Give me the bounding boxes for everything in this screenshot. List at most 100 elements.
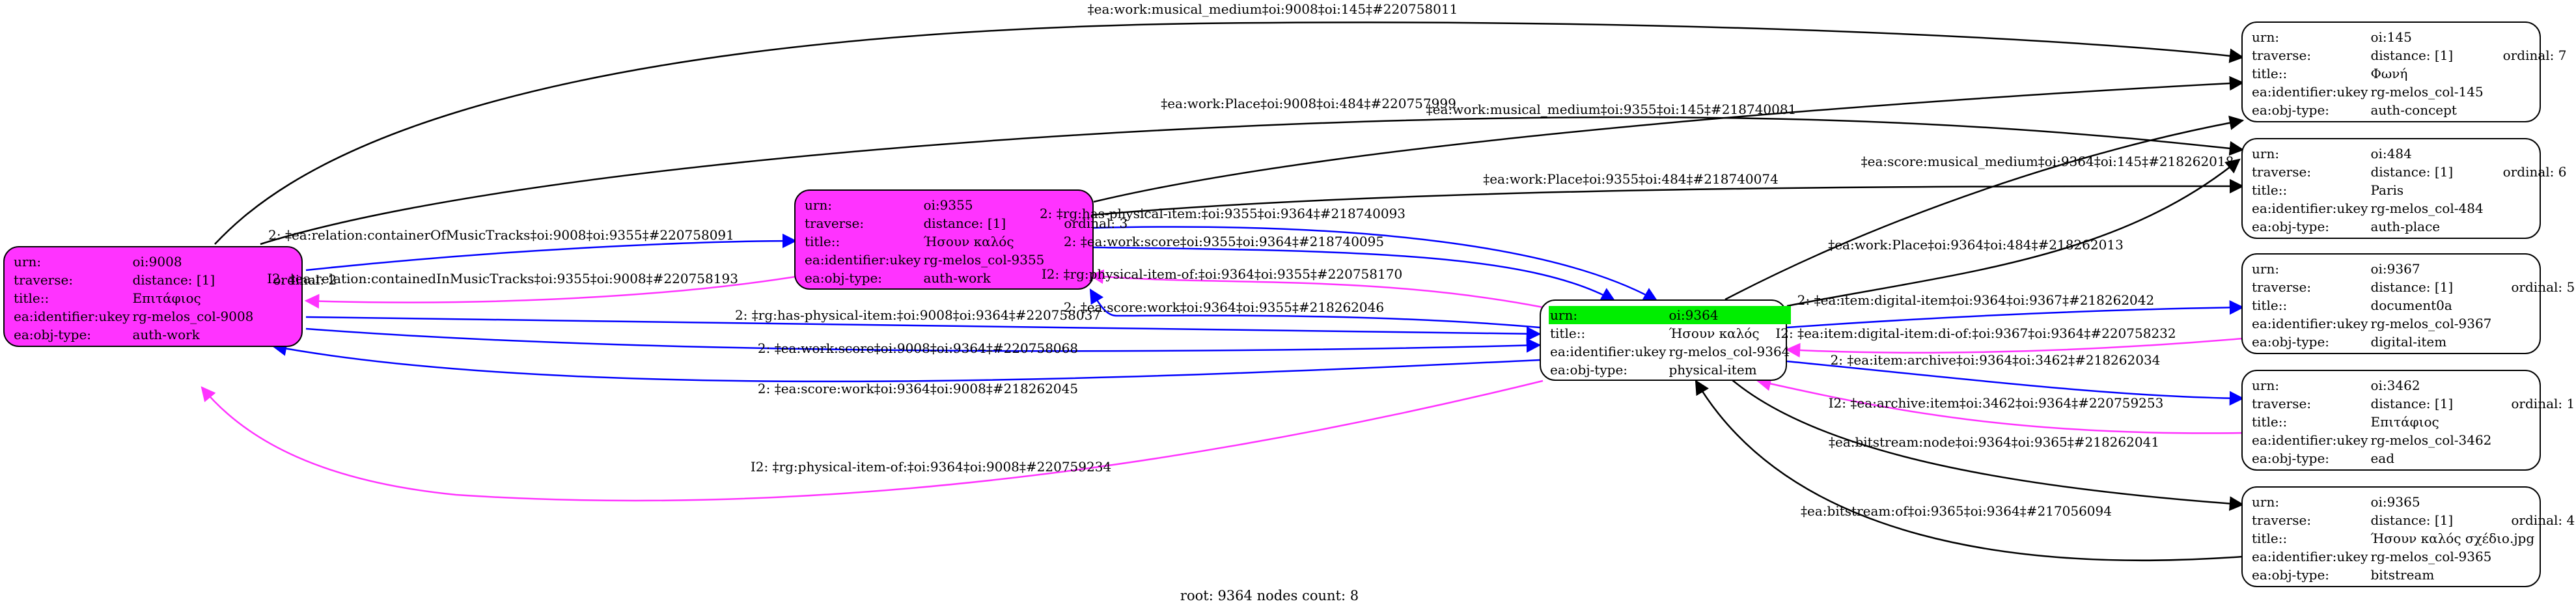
field-extra: ordinal: 7 xyxy=(2502,48,2567,63)
field-key: ea:identifier:ukey xyxy=(14,309,130,324)
field-key: urn: xyxy=(1549,306,1668,324)
edge-path xyxy=(1785,337,2243,358)
field-value: Φωνή xyxy=(2370,66,2408,81)
field-key: ea:obj-type: xyxy=(14,327,92,342)
edge-label: I2: ‡rg:physical-item-of:‡oi:9364‡oi:900… xyxy=(750,459,1112,475)
edge-path xyxy=(305,327,1542,353)
field-value: oi:3462 xyxy=(2370,378,2420,393)
field-key: ea:obj-type: xyxy=(2252,102,2330,118)
field-key: ea:identifier:ukey xyxy=(2252,432,2368,448)
field-key: title:: xyxy=(2252,531,2288,546)
field-value: rg-melos_col-9365 xyxy=(2370,549,2492,564)
field-key: title:: xyxy=(2252,298,2288,313)
edge-label: ‡ea:work:Place‡oi:9355‡oi:484‡#218740074 xyxy=(1483,171,1779,187)
edge-label: ‡ea:work:Place‡oi:9364‡oi:484‡#218262013 xyxy=(1828,237,2124,253)
field-value: auth-work xyxy=(132,327,200,342)
edge-path xyxy=(201,380,1544,502)
edge-path xyxy=(1731,379,2245,511)
node-oi-3462[interactable]: urn:oi:3462 traverse:distance: [1]ordina… xyxy=(2241,370,2575,471)
edge-path xyxy=(305,233,797,271)
edge-path xyxy=(260,116,2245,245)
edge-label: 2: ‡ea:work:score‡oi:9355‡oi:9364‡#21874… xyxy=(1063,234,1385,249)
field-value: rg-melos_col-484 xyxy=(2370,201,2484,216)
edge-path xyxy=(1724,115,2245,301)
field-value: distance: [1] xyxy=(2370,279,2454,295)
field-value: Επιτάφιος xyxy=(2370,414,2439,430)
field-value: oi:9367 xyxy=(2370,261,2420,277)
edge-path xyxy=(1093,246,1616,302)
field-value: oi:145 xyxy=(2370,29,2412,45)
edge-path xyxy=(1786,158,2241,307)
node-table: urn:oi:484 traverse:distance: [1]ordinal… xyxy=(2251,145,2568,236)
field-extra: ordinal: 4 xyxy=(2511,512,2575,528)
node-oi-145[interactable]: urn:oi:145 traverse:distance: [1]ordinal… xyxy=(2241,21,2567,122)
node-oi-9355[interactable]: urn:oi:9355 traverse:distance: [1]ordina… xyxy=(794,189,1128,290)
edge-path xyxy=(1093,226,1658,302)
edge-label: ‡ea:work:Place‡oi:9008‡oi:484‡#220757999 xyxy=(1161,96,1456,111)
edge-label: ‡ea:score:musical_medium‡oi:9364‡oi:145‡… xyxy=(1861,154,2234,169)
node-table: urn:oi:9367 traverse:distance: [1]ordina… xyxy=(2251,260,2576,351)
field-value: Ήσουν καλός xyxy=(923,234,1014,249)
field-extra: ordinal: 3 xyxy=(1064,215,1128,231)
edge-label: ‡ea:work:musical_medium‡oi:9355‡oi:145‡#… xyxy=(1426,102,1797,117)
field-value: rg-melos_col-3462 xyxy=(2370,432,2492,448)
field-value: oi:9355 xyxy=(923,197,973,213)
field-value: distance: [1] xyxy=(923,215,1006,231)
field-key: urn: xyxy=(14,254,42,270)
edge-path xyxy=(305,316,1542,341)
edge-label: I2: ‡ea:archive:item‡oi:3462‡oi:9364‡#22… xyxy=(1828,395,2164,411)
node-oi-484[interactable]: urn:oi:484 traverse:distance: [1]ordinal… xyxy=(2241,138,2567,239)
edge-path xyxy=(1088,269,1544,309)
field-value: auth-concept xyxy=(2370,102,2457,118)
field-key: ea:obj-type: xyxy=(2252,334,2330,350)
field-value: ead xyxy=(2370,451,2395,466)
edge-label: 2: ‡ea:score:work‡oi:9364‡oi:9008‡#21826… xyxy=(757,381,1079,396)
node-oi-9008[interactable]: urn:oi:9008 traverse:distance: [1]ordina… xyxy=(3,246,337,347)
edge-label: I2: ‡rg:physical-item-of:‡oi:9364‡oi:935… xyxy=(1041,266,1403,282)
node-oi-9367[interactable]: urn:oi:9367 traverse:distance: [1]ordina… xyxy=(2241,253,2575,354)
field-key: title:: xyxy=(1550,326,1586,341)
field-value: digital-item xyxy=(2370,334,2447,350)
edge-path xyxy=(1756,376,2243,434)
edge-label: ‡ea:bitstream:node‡oi:9364‡oi:9365‡#2182… xyxy=(1828,434,2160,450)
field-key: urn: xyxy=(2252,494,2280,510)
field-key: traverse: xyxy=(2252,512,2312,528)
graph-footer: root: 9364 nodes count: 8 xyxy=(1180,588,1359,603)
edge-path xyxy=(304,275,796,309)
field-key: title:: xyxy=(805,234,840,249)
field-value: distance: [1] xyxy=(2370,396,2454,411)
node-oi-9364-root[interactable]: urn:oi:9364 title::Ήσουν καλός ea:identi… xyxy=(1540,299,1792,381)
field-value: physical-item xyxy=(1669,362,1757,378)
node-table: urn:oi:145 traverse:distance: [1]ordinal… xyxy=(2251,28,2568,119)
field-value: distance: [1] xyxy=(2370,48,2454,63)
field-value: oi:9364 xyxy=(1667,306,1792,324)
field-key: urn: xyxy=(2252,146,2280,161)
edge-label: 2: ‡ea:relation:containerOfMusicTracks‡o… xyxy=(268,227,734,243)
field-value: distance: [1] xyxy=(2370,512,2454,528)
edge-label: 2: ‡ea:work:score‡oi:9008‡oi:9364‡#22075… xyxy=(757,340,1079,356)
field-key: ea:identifier:ukey xyxy=(2252,84,2368,100)
edge-path xyxy=(1786,360,2245,406)
field-value: distance: [1] xyxy=(132,272,215,288)
field-key: urn: xyxy=(2252,261,2280,277)
edge-label: 2: ‡rg:has-physical-item:‡oi:9008‡oi:936… xyxy=(734,307,1101,323)
node-oi-9365[interactable]: urn:oi:9365 traverse:distance: [1]ordina… xyxy=(2241,486,2575,587)
field-value: rg-melos_col-9355 xyxy=(923,252,1045,268)
field-key: ea:identifier:ukey xyxy=(1550,344,1667,359)
field-key: title:: xyxy=(14,290,49,306)
edge-label: ‡ea:bitstream:of‡oi:9365‡oi:9364‡#217056… xyxy=(1801,503,2112,519)
edge-path xyxy=(1093,178,2245,216)
field-value: auth-work xyxy=(923,270,991,286)
field-value: rg-melos_col-9367 xyxy=(2370,316,2492,331)
field-value: rg-melos_col-145 xyxy=(2370,84,2484,100)
field-key: ea:identifier:ukey xyxy=(2252,316,2368,331)
field-extra: ordinal: 2 xyxy=(273,272,337,288)
node-table: urn:oi:9364 title::Ήσουν καλός ea:identi… xyxy=(1549,306,1792,379)
field-key: traverse: xyxy=(2252,279,2312,295)
field-key: ea:identifier:ukey xyxy=(805,252,921,268)
field-key: urn: xyxy=(2252,29,2280,45)
node-table: urn:oi:9355 traverse:distance: [1]ordina… xyxy=(803,196,1129,287)
node-table: urn:oi:9365 traverse:distance: [1]ordina… xyxy=(2251,493,2576,584)
field-key: ea:obj-type: xyxy=(2252,219,2330,234)
